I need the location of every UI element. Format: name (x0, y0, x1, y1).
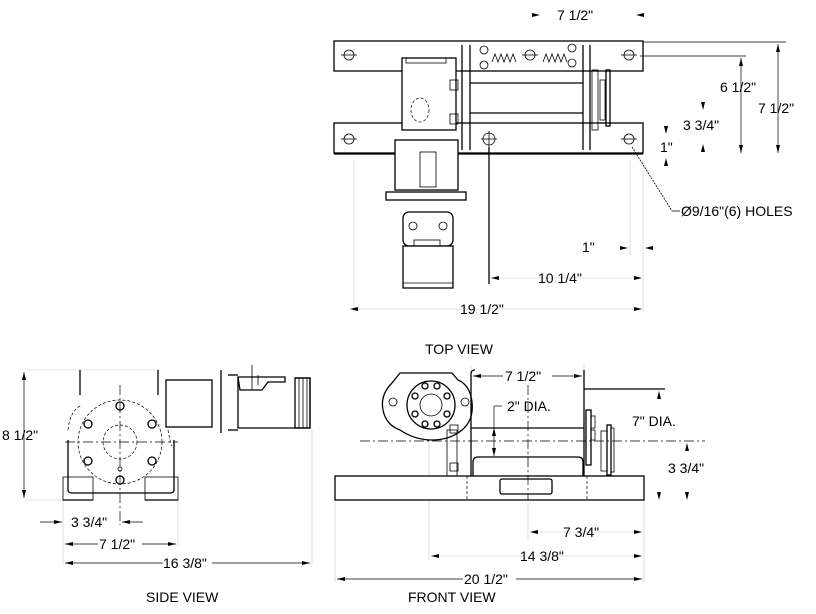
dim-top-depth-label: 7 1/2" (758, 100, 794, 116)
bolt-hole (83, 419, 93, 429)
top-rail (333, 40, 644, 72)
dim-edge-horizontal-label: 1" (582, 239, 595, 255)
dim-top-width-label: 7 1/2" (557, 7, 593, 23)
bolt-hole (115, 475, 125, 485)
dim-side-base-label: 7 1/2" (99, 536, 135, 552)
mount-hole (621, 49, 637, 61)
tension-spring (479, 43, 577, 70)
base-plate (334, 475, 645, 501)
dim-drum-length-label: 7 1/2" (505, 368, 541, 384)
valve-block (165, 379, 213, 428)
dim-side-length-label: 16 3/8" (163, 555, 207, 571)
dim-motor-to-end-label: 14 3/8" (520, 548, 564, 564)
mount-hole (481, 131, 497, 147)
dim-center-height-label: 3 3/4" (668, 460, 704, 476)
dim-edge-vertical-label: 1" (660, 139, 673, 155)
dim-flange-dia-label: 7" DIA. (632, 413, 676, 429)
holes-note: Ø9/16"(6) HOLES (681, 203, 793, 219)
mount-hole (341, 133, 357, 145)
mount-hole (522, 49, 538, 61)
bolt-hole (115, 401, 125, 411)
front-view: 7 1/2" 2" DIA. 7" DIA. 3 3/4" 7 3/4" 14 … (334, 365, 705, 605)
front-view-title: FRONT VIEW (408, 589, 496, 605)
cable-drum (466, 369, 665, 500)
dim-top-width (532, 13, 644, 17)
dim-drum-core-label: 2" DIA. (507, 398, 551, 414)
top-view: 7 1/2" 6 1/2" 7 1/2" 3 3/4" 1" Ø9/16"(6)… (333, 7, 794, 357)
mount-hole (341, 49, 357, 61)
dim-hole-to-end-label: 10 1/4" (538, 270, 582, 286)
dim-center-to-end-label: 7 3/4" (563, 524, 599, 540)
side-motor (228, 365, 311, 431)
bolt-hole (147, 456, 157, 466)
bolt-hole (83, 456, 93, 466)
dim-side-center-label: 3 3/4" (71, 514, 107, 530)
dim-hole-spacing-label: 6 1/2" (720, 79, 756, 95)
top-view-title: TOP VIEW (425, 341, 494, 357)
base-slot (499, 478, 553, 495)
brake-assembly (585, 409, 615, 476)
dim-half-depth-label: 3 3/4" (683, 117, 719, 133)
side-view-title: SIDE VIEW (146, 589, 219, 605)
mount-hole (621, 133, 637, 145)
hydraulic-motor (385, 139, 467, 289)
dim-front-length-label: 20 1/2" (464, 571, 508, 587)
side-view: 8 1/2" 3 3/4" 7 1/2" 16 3/8" SIDE VIEW (2, 365, 313, 605)
dim-side-height-label: 8 1/2" (2, 427, 38, 443)
bolt-hole (147, 419, 157, 429)
gearbox (401, 57, 457, 131)
front-motor (381, 372, 473, 477)
dim-top-length-label: 19 1/2" (460, 301, 504, 317)
